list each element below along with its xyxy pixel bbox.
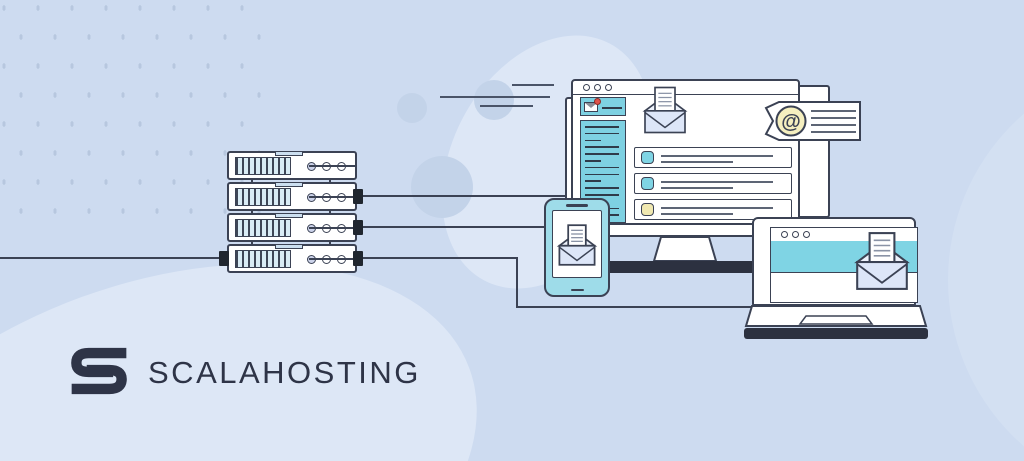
mail-sidebar-header: [580, 97, 626, 116]
inbox-row: [634, 173, 792, 194]
laptop-bottom-bar: [744, 328, 928, 339]
brand-logo: SCALAHOSTING: [66, 342, 466, 404]
server-vent-panel: [235, 157, 291, 175]
traffic-dot: [803, 231, 810, 238]
background-blob: [397, 93, 427, 123]
inbox-row-textline: [661, 213, 733, 215]
open-envelope-icon: [642, 86, 688, 134]
traffic-dot: [781, 231, 788, 238]
background-blob: [474, 80, 514, 120]
laptop-browser-window: [770, 227, 918, 303]
server-unit: [227, 151, 357, 180]
sidebar-list-line: [585, 126, 619, 128]
notification-dot: [594, 98, 601, 105]
inbox-row-textline: [661, 187, 733, 189]
at-circle: [775, 105, 807, 137]
sidebar-list-line: [585, 173, 619, 176]
rack-connector: [251, 240, 253, 245]
inbox-row-icon: [641, 177, 654, 190]
server-cable-plug-right: [353, 220, 363, 235]
rack-connector: [329, 209, 331, 214]
sidebar-list-line: [585, 180, 601, 182]
server-drive-slot: [275, 151, 303, 156]
sidebar-list-line: [585, 132, 619, 135]
server-drive-slot: [275, 213, 303, 218]
dot-pattern: [0, 0, 268, 234]
new-mail-envelope-icon: [584, 102, 598, 112]
sidebar-list-line: [585, 139, 601, 142]
rack-connector: [329, 240, 331, 245]
server-drive-slot: [275, 244, 303, 249]
server-drive-slot: [275, 182, 303, 187]
window-titlebar: [573, 81, 798, 95]
server-vent-panel: [235, 188, 291, 206]
smartphone: [544, 198, 610, 297]
phone-screen: [552, 210, 602, 278]
sidebar-header-textline: [602, 107, 622, 109]
phone-speaker: [566, 204, 588, 207]
sidebar-list-line: [585, 160, 601, 162]
inbox-row-textline: [661, 161, 733, 163]
laptop-base: [744, 305, 928, 339]
rack-connector: [251, 209, 253, 214]
server-led-wire: [309, 258, 355, 260]
open-envelope-icon: [854, 232, 910, 290]
traffic-dot: [594, 84, 601, 91]
sidebar-list-line: [585, 194, 619, 196]
phone-home-button: [571, 288, 584, 291]
server-unit: [227, 213, 363, 242]
server-unit: [227, 182, 363, 211]
inbox-row-textline: [661, 155, 773, 157]
cable-server4-laptop: [359, 257, 760, 308]
server-led-wire: [309, 227, 355, 229]
scalahosting-logo-mark: [71, 347, 127, 395]
sidebar-list-line: [585, 146, 619, 148]
inbox-row: [634, 147, 792, 168]
sidebar-list-line: [585, 187, 619, 189]
server-vent-panel: [235, 250, 291, 268]
open-envelope-icon: [556, 224, 598, 266]
inbox-row: [634, 199, 792, 220]
laptop: [744, 215, 928, 345]
background-blob: [411, 156, 473, 218]
inbox-row-icon: [641, 203, 654, 216]
sidebar-list-line: [585, 153, 619, 155]
window-traffic-dots: [781, 231, 814, 238]
sidebar-list-line: [585, 166, 619, 169]
server-unit: [219, 244, 363, 273]
server-cable-plug-left: [219, 251, 229, 266]
traffic-dot: [605, 84, 612, 91]
badge-text-lines: [811, 110, 856, 133]
monitor-stand: [652, 236, 718, 262]
laptop-trackpad: [798, 315, 874, 325]
rack-connector: [251, 178, 253, 183]
email-at-badge: @: [764, 101, 861, 141]
window-traffic-dots: [583, 84, 616, 91]
laptop-screen: [752, 217, 918, 306]
traffic-dot: [792, 231, 799, 238]
inbox-row-textline: [661, 207, 773, 209]
server-led-wire: [309, 165, 355, 167]
rack-connector: [329, 178, 331, 183]
inbox-row-textline: [661, 181, 773, 183]
server-vent-panel: [235, 219, 291, 237]
traffic-dot: [583, 84, 590, 91]
server-rack: [219, 151, 363, 273]
server-cable-plug-right: [353, 189, 363, 204]
at-symbol: @: [781, 111, 801, 133]
brand-name: SCALAHOSTING: [148, 355, 421, 390]
server-cable-plug-right: [353, 251, 363, 266]
monitor-base-bar: [602, 261, 756, 273]
inbox-message-list: [634, 147, 792, 220]
server-led-wire: [309, 196, 355, 198]
inbox-row-icon: [641, 151, 654, 164]
